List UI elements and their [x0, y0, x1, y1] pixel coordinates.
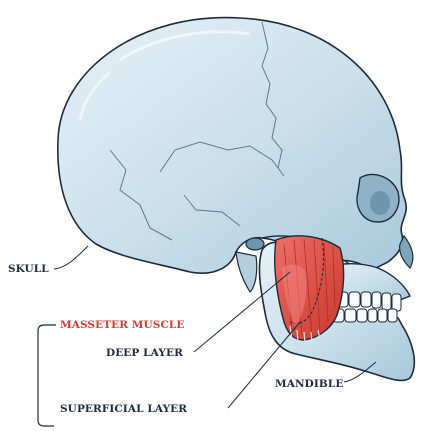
tooth: [392, 294, 401, 311]
mastoid-process: [236, 252, 257, 292]
tooth: [345, 309, 356, 322]
masseter-muscle-label: MASSETER MUSCLE: [60, 319, 185, 331]
tooth: [388, 309, 397, 322]
nasal-cavity: [400, 236, 413, 268]
tooth: [361, 292, 371, 307]
deep-layer-label: DEEP LAYER: [106, 347, 183, 359]
cranium: [58, 18, 406, 274]
tooth: [378, 309, 387, 322]
tooth: [357, 309, 367, 322]
superficial-layer-leader-line: [228, 322, 300, 408]
tooth: [349, 292, 360, 307]
masseter-bracket: [38, 325, 56, 426]
tooth: [382, 293, 391, 310]
mandible-label: MANDIBLE: [275, 378, 343, 390]
tooth: [368, 309, 377, 322]
orbit-inner: [370, 191, 390, 215]
ear-canal: [246, 238, 264, 250]
tooth: [372, 292, 381, 308]
superficial-layer-label: SUPERFICIAL LAYER: [60, 403, 187, 415]
skull-leader-line: [54, 246, 88, 269]
skull-label: SKULL: [8, 263, 49, 275]
